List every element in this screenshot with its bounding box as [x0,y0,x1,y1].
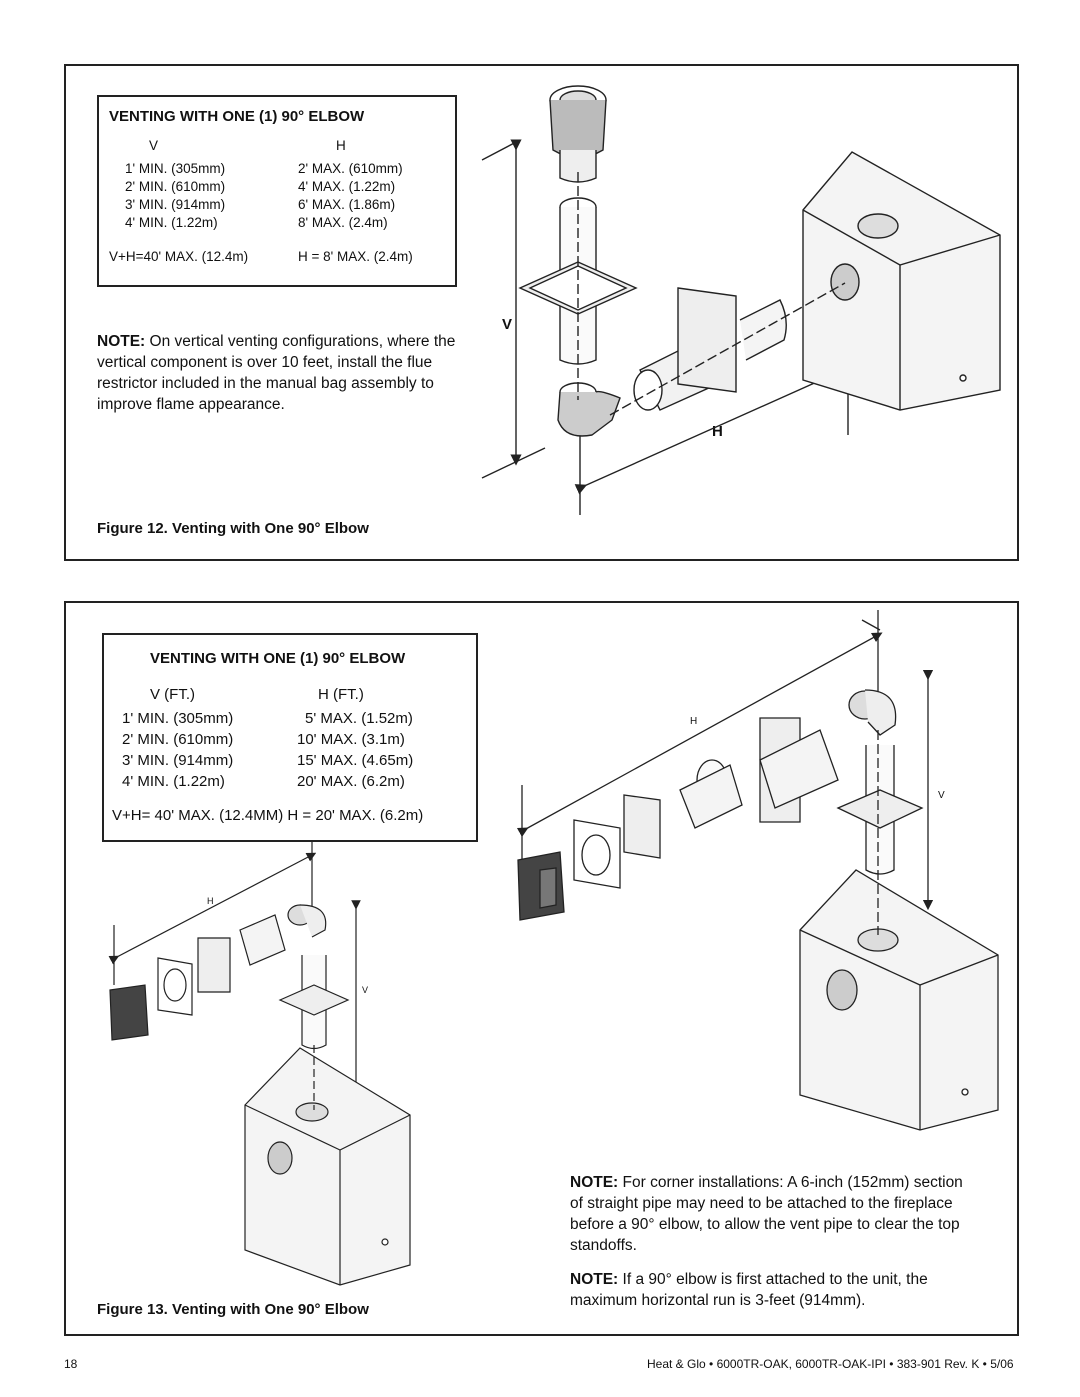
dim-label-v: V [502,316,513,333]
page-number: 18 [64,1357,78,1371]
dim-label-v-left: V [362,985,369,995]
figure-12-panel [64,64,1019,561]
note-text: For corner installations: A 6-inch (152m… [570,1174,963,1254]
col-header-v: V (FT.) [150,686,195,703]
row-4-v: 4' MIN. (1.22m) [125,215,218,230]
col-header-h: H (FT.) [318,686,364,703]
col-header-v: V [149,138,159,153]
row-3-v: 3' MIN. (914mm) [122,752,234,769]
fig13-note-corner: NOTE: For corner installations: A 6-inch… [570,1172,970,1256]
fig13-left-diagram [108,840,411,1286]
row-1-h: 2' MAX. (610mm) [298,161,403,176]
row-3-v: 3' MIN. (914mm) [125,197,226,212]
fig12-note: NOTE: On vertical venting configurations… [97,331,463,415]
figure-13-caption: Figure 13. Venting with One 90° Elbow [97,1301,369,1318]
row-1-v: 1' MIN. (305mm) [125,161,226,176]
row-1-v: 1' MIN. (305mm) [122,710,234,727]
figure-12-caption: Figure 12. Venting with One 90° Elbow [97,520,369,537]
row-3-h: 15' MAX. (4.65m) [297,752,414,769]
note-text: On vertical venting configurations, wher… [97,333,456,413]
row-1-h: 5' MAX. (1.52m) [305,710,413,727]
row-4-h: 8' MAX. (2.4m) [298,215,388,230]
note-label: NOTE: [570,1271,619,1288]
total-h: H = 8' MAX. (2.4m) [298,249,413,264]
total-row: V+H= 40' MAX. (12.4MM) H = 20' MAX. (6.2… [112,807,424,824]
row-2-v: 2' MIN. (610mm) [125,179,226,194]
table-title: VENTING WITH ONE (1) 90° ELBOW [150,650,406,667]
note-label: NOTE: [97,333,146,350]
fig13-note-elbow: NOTE: If a 90° elbow is first attached t… [570,1269,970,1311]
note-text: If a 90° elbow is first attached to the … [570,1271,928,1309]
total-v: V+H=40' MAX. (12.4m) [109,249,249,264]
fig12-diagram [481,85,1001,515]
col-header-h: H [336,138,346,153]
row-2-h: 4' MAX. (1.22m) [298,179,396,194]
note-label: NOTE: [570,1174,619,1191]
row-3-h: 6' MAX. (1.86m) [298,197,396,212]
document-info: Heat & Glo • 6000TR-OAK, 6000TR-OAK-IPI … [647,1357,1014,1371]
row-4-h: 20' MAX. (6.2m) [297,773,405,790]
table-title: VENTING WITH ONE (1) 90° ELBOW [109,108,365,125]
dim-label-v-right: V [938,790,945,801]
row-2-h: 10' MAX. (3.1m) [297,731,405,748]
fig13-right-diagram [516,610,999,1131]
venting-table-fig13: VENTING WITH ONE (1) 90° ELBOW V (FT.) H… [102,633,478,842]
venting-table-fig12: VENTING WITH ONE (1) 90° ELBOW V H 1' MI… [97,95,457,287]
row-4-v: 4' MIN. (1.22m) [122,773,225,790]
figure-13-panel [64,601,1019,1336]
row-2-v: 2' MIN. (610mm) [122,731,234,748]
